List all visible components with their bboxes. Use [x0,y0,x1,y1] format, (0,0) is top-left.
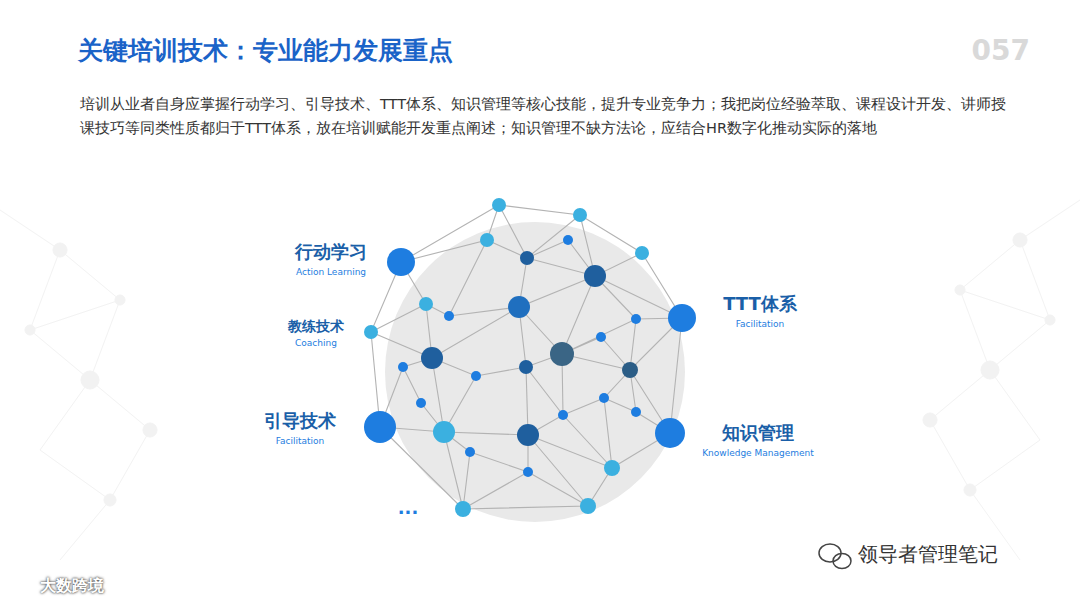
label-english: Knowledge Management [702,448,814,458]
page-number: 057 [972,34,1030,67]
ellipsis-mark: ... [398,497,419,518]
label-heading: 行动学习 [295,240,367,264]
label-heading: 引导技术 [264,409,336,433]
label-english: Facilitation [276,436,325,446]
label-heading: TTT体系 [723,292,797,316]
label-heading: 知识管理 [722,421,794,445]
body-text: 培训从业者自身应掌握行动学习、引导技术、TTT体系、知识管理等核心技能，提升专业… [80,92,1010,140]
label-english: Action Learning [296,267,366,277]
page-title: 关键培训技术：专业能力发展重点 [78,34,453,67]
label-heading: 教练技术 [288,318,344,336]
label-english: Facilitation [736,319,785,329]
label-english: Coaching [295,338,337,348]
wechat-icon [819,544,851,569]
watermark: 领导者管理笔记 [858,541,998,568]
watermark: 大数跨境 [40,576,104,597]
